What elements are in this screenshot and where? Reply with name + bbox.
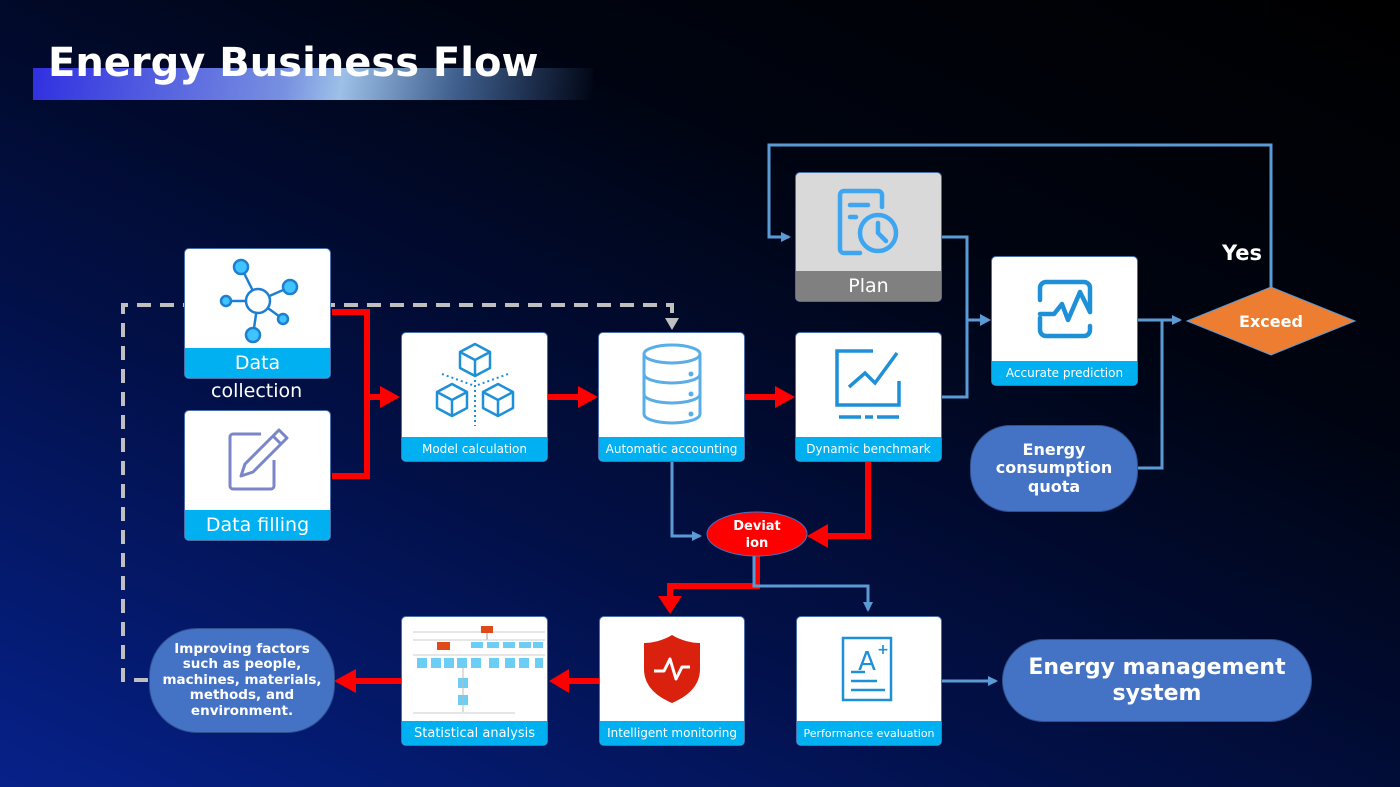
red-arrowhead-accounting bbox=[578, 386, 598, 408]
red-arrowhead-statistical bbox=[549, 669, 569, 693]
blue-connector-accounting-deviation bbox=[670, 462, 702, 541]
node-data-filling[interactable]: Data filling bbox=[184, 410, 331, 541]
node-energy-management-system[interactable]: Energy management system bbox=[1002, 639, 1312, 722]
node-automatic-accounting[interactable]: Automatic accounting bbox=[598, 332, 745, 462]
feedback-arrowhead bbox=[665, 318, 679, 330]
red-merge-connector bbox=[332, 309, 382, 479]
document-clock-icon bbox=[796, 173, 941, 271]
node-performance-evaluation[interactable]: A + Performance evaluation bbox=[796, 616, 942, 746]
trend-chart-icon bbox=[796, 333, 941, 437]
improving-line5: environment. bbox=[190, 702, 294, 719]
exceed-decision bbox=[1185, 286, 1357, 356]
deviation-node bbox=[706, 511, 808, 557]
improving-line4: methods, and bbox=[189, 687, 295, 704]
red-arrowhead-benchmark bbox=[775, 386, 795, 408]
node-statistical-analysis[interactable]: Statistical analysis bbox=[401, 616, 548, 746]
exceed-label: Exceed bbox=[1239, 312, 1303, 331]
node-improving-factors[interactable]: Improving factors such as people, machin… bbox=[149, 628, 335, 733]
shield-heartbeat-icon bbox=[600, 617, 744, 721]
blue-connector-plan-prediction bbox=[942, 235, 986, 399]
red-arrowhead-monitoring bbox=[658, 596, 682, 614]
quota-line2: consumption bbox=[995, 458, 1113, 478]
improving-line3: machines, materials, bbox=[162, 671, 322, 688]
node-label: Accurate prediction bbox=[992, 361, 1137, 385]
edit-pencil-icon bbox=[185, 411, 330, 510]
improving-line2: such as people, bbox=[182, 656, 302, 673]
red-connector-deviation-monitoring bbox=[667, 556, 760, 600]
node-accurate-prediction[interactable]: Accurate prediction bbox=[991, 256, 1138, 386]
node-label: Data bbox=[185, 348, 330, 378]
ems-line2: system bbox=[1112, 680, 1202, 706]
data-collection-label-line2: collection bbox=[211, 380, 303, 402]
graded-document-icon: A + bbox=[797, 617, 941, 721]
blue-connector-yes-loop bbox=[767, 143, 1273, 287]
node-data-collection[interactable]: Data bbox=[184, 248, 331, 379]
org-chart-thumbnail bbox=[402, 617, 547, 721]
red-arrowhead-improving bbox=[334, 669, 356, 693]
page-title: Energy Business Flow bbox=[48, 40, 539, 86]
title-accent-bar bbox=[33, 68, 593, 100]
node-dynamic-benchmark[interactable]: Dynamic benchmark bbox=[795, 332, 942, 462]
node-label: Statistical analysis bbox=[402, 721, 547, 745]
blue-connector-deviation-performance bbox=[752, 556, 873, 612]
node-label: Dynamic benchmark bbox=[796, 437, 941, 461]
svg-text:+: + bbox=[877, 642, 889, 658]
node-label: Data filling bbox=[185, 510, 330, 540]
node-label: Model calculation bbox=[402, 437, 547, 461]
pulse-chart-icon bbox=[992, 257, 1137, 361]
deviation-label-line2: ion bbox=[746, 536, 769, 551]
red-arrowhead-model bbox=[380, 386, 400, 408]
blue-connector-quota-exceed bbox=[1138, 320, 1164, 470]
node-intelligent-monitoring[interactable]: Intelligent monitoring bbox=[599, 616, 745, 746]
ems-line1: Energy management bbox=[1028, 655, 1286, 681]
red-arrowhead-deviation bbox=[807, 524, 828, 548]
svg-text:A: A bbox=[858, 647, 876, 677]
node-energy-consumption-quota[interactable]: Energy consumption quota bbox=[970, 425, 1138, 512]
quota-line1: Energy bbox=[1022, 439, 1086, 459]
blue-arrowhead-prediction bbox=[980, 314, 991, 326]
node-model-calculation[interactable]: Model calculation bbox=[401, 332, 548, 462]
red-connector-benchmark-deviation bbox=[826, 462, 871, 539]
database-icon bbox=[599, 333, 744, 437]
cubes-icon bbox=[402, 333, 547, 437]
yes-label: Yes bbox=[1221, 241, 1262, 265]
node-plan[interactable]: Plan bbox=[795, 172, 942, 302]
feedback-dashed-line bbox=[121, 303, 674, 682]
quota-line3: quota bbox=[1027, 476, 1081, 496]
node-label: Intelligent monitoring bbox=[600, 721, 744, 745]
node-label: Automatic accounting bbox=[599, 437, 744, 461]
deviation-label-line1: Deviat bbox=[733, 519, 781, 534]
node-label: Performance evaluation bbox=[797, 721, 941, 745]
improving-line1: Improving factors bbox=[174, 640, 310, 657]
network-nodes-icon bbox=[185, 249, 330, 348]
node-label: Plan bbox=[796, 271, 941, 301]
